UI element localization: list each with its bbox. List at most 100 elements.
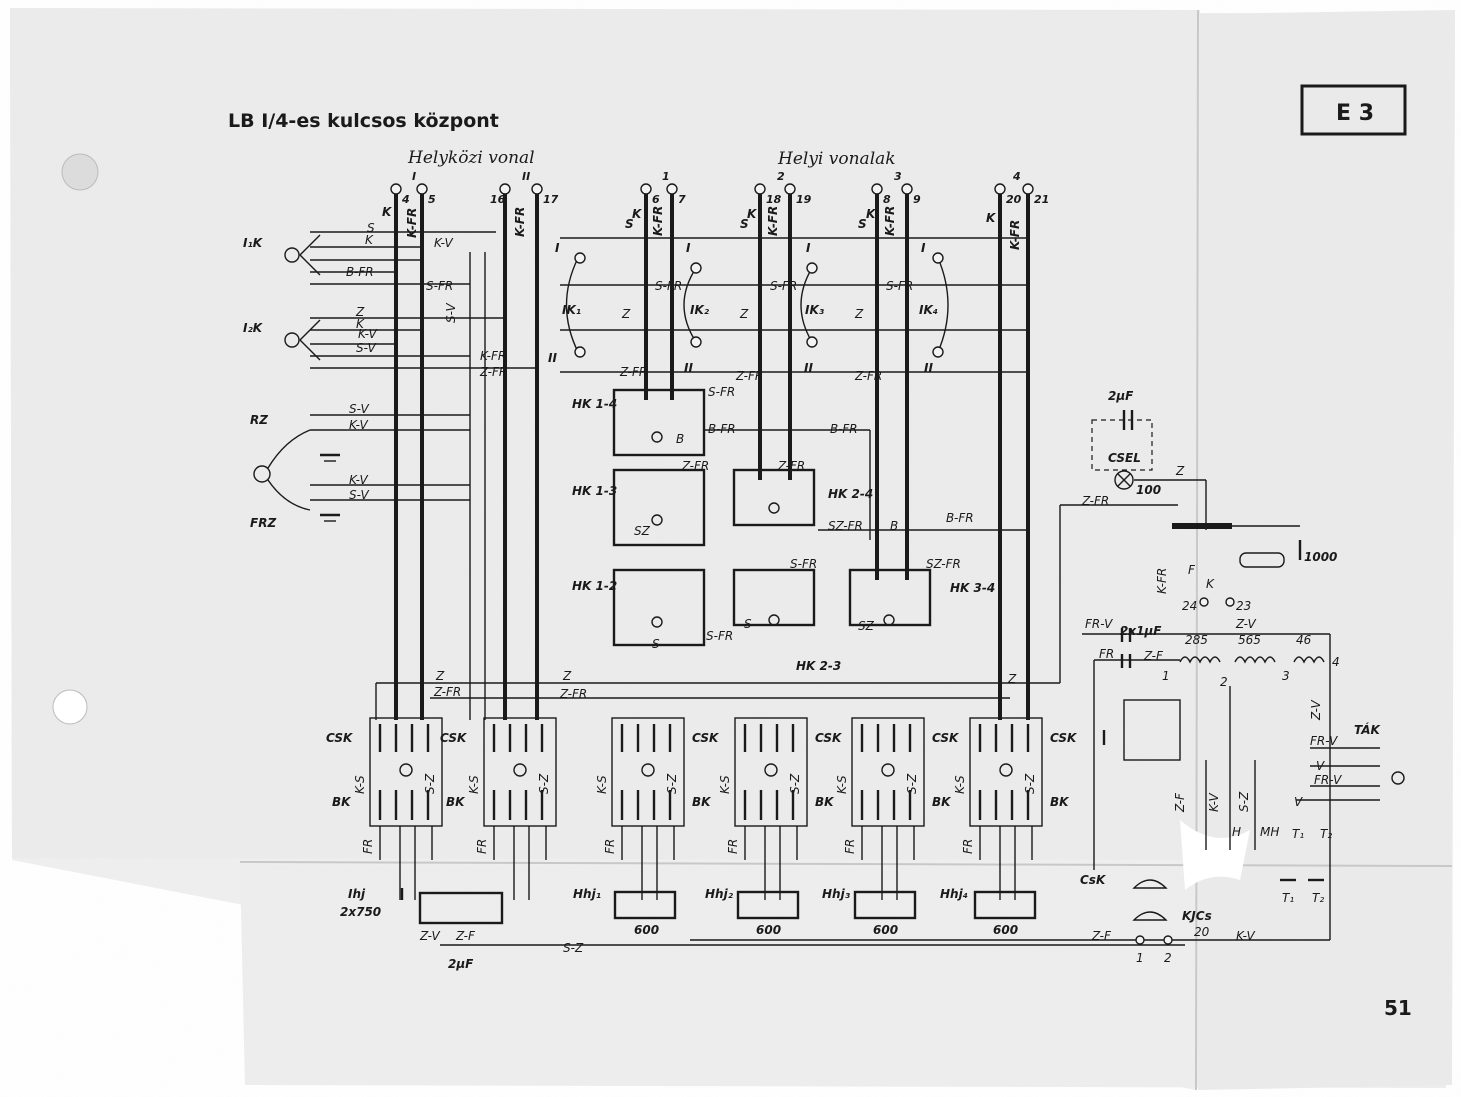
label-bk: BK xyxy=(1050,795,1070,809)
svg-text:Z-FR: Z-FR xyxy=(559,687,587,701)
label-csel: CSEL xyxy=(1108,451,1141,465)
label-ks: K-S xyxy=(718,775,732,794)
bus-labels-top: K K-FR K-FR S K K-FR S K K-FR S K K-FR K… xyxy=(382,205,1022,250)
label-sz: S-Z xyxy=(788,773,802,794)
svg-text:Z-F: Z-F xyxy=(455,929,476,943)
svg-text:Z-FR: Z-FR xyxy=(1081,494,1109,508)
line-num-I: I xyxy=(412,170,416,183)
svg-text:B-FR: B-FR xyxy=(708,422,736,436)
fold-crease-horizontal xyxy=(239,861,1453,867)
svg-text:S-V: S-V xyxy=(349,488,369,502)
svg-text:4: 4 xyxy=(1332,655,1340,669)
label-frz: FRZ xyxy=(250,516,276,530)
label-fr: FR xyxy=(961,839,975,854)
label-csk: CSK xyxy=(932,731,960,745)
svg-text:S: S xyxy=(740,217,749,231)
label-fr: FR xyxy=(843,839,857,854)
csk-bk-block-5 xyxy=(851,717,925,827)
svg-text:2: 2 xyxy=(1220,675,1228,689)
svg-text:K-FR: K-FR xyxy=(766,206,780,236)
terminal-21: 21 xyxy=(1034,193,1049,206)
bottom-bus-wires: Z Z Z Z-FR Z-FR Z-FR Z xyxy=(375,464,1185,720)
svg-text:600: 600 xyxy=(634,923,659,937)
svg-text:S: S xyxy=(652,637,660,651)
line-num-1: 1 xyxy=(662,170,670,183)
label-bk: BK xyxy=(932,795,952,809)
terminal-20: 20 xyxy=(1006,193,1022,206)
svg-text:S-Z: S-Z xyxy=(1237,791,1251,812)
label-fr: FR xyxy=(361,839,375,854)
svg-text:S-Z: S-Z xyxy=(563,941,584,955)
svg-text:Z-F: Z-F xyxy=(1143,649,1164,663)
svg-text:S-V: S-V xyxy=(444,303,458,323)
svg-text:Z-FR: Z-FR xyxy=(433,685,461,699)
svg-text:K: K xyxy=(866,207,877,221)
svg-text:20: 20 xyxy=(1194,925,1210,939)
svg-text:Z-FR: Z-FR xyxy=(619,365,647,379)
label-rz: RZ xyxy=(250,413,268,427)
svg-text:SZ-FR: SZ-FR xyxy=(828,519,863,533)
svg-text:K: K xyxy=(356,317,365,331)
svg-text:II: II xyxy=(924,361,933,375)
label-ks: K-S xyxy=(835,775,849,794)
svg-text:K: K xyxy=(986,211,997,225)
svg-text:II: II xyxy=(684,361,693,375)
svg-text:K: K xyxy=(632,207,643,221)
label-i2k: I₂K xyxy=(243,321,264,335)
svg-text:Z-F: Z-F xyxy=(1173,792,1187,813)
svg-text:2μF: 2μF xyxy=(1108,389,1134,403)
label-hk12: HK 1-2 xyxy=(572,579,617,593)
svg-text:T₁: T₁ xyxy=(1292,827,1304,841)
csk-bk-block-2 xyxy=(483,717,557,827)
svg-text:24: 24 xyxy=(1182,599,1197,613)
svg-text:B: B xyxy=(890,519,898,533)
label-hk23: HK 2-3 xyxy=(796,659,841,673)
svg-text:Z-V: Z-V xyxy=(1309,700,1323,721)
svg-text:S-FR: S-FR xyxy=(706,629,733,643)
svg-text:K-V: K-V xyxy=(434,236,454,250)
label-bk: BK xyxy=(815,795,835,809)
label-csk: CSK xyxy=(692,731,720,745)
svg-text:T₂: T₂ xyxy=(1312,891,1324,905)
svg-text:II: II xyxy=(804,361,813,375)
terminal-7: 7 xyxy=(678,193,686,206)
svg-text:SZ-FR: SZ-FR xyxy=(926,557,961,571)
svg-text:K: K xyxy=(365,233,374,247)
transformer-group: 2x1μF FR-V FR Z-F 285 565 46 Z-V 1 2 3 4… xyxy=(1082,617,1340,940)
label-csk: CSK xyxy=(326,731,354,745)
label-hhj2: Hhj₂ xyxy=(705,887,734,901)
csk-bk-block-4 xyxy=(734,717,808,827)
line-num-3: 3 xyxy=(894,170,902,183)
hk-blocks: HK 1-4 HK 1-3 HK 1-2 HK 2-4 HK 2-3 HK 3-… xyxy=(572,385,995,673)
ik-keys: IK₁ IK₂ IK₃ IK₄ I II I II I II I II Z Z … xyxy=(548,241,949,383)
label-csk: CSK xyxy=(440,731,468,745)
svg-text:Z: Z xyxy=(435,669,445,683)
svg-text:FR: FR xyxy=(1099,647,1114,661)
svg-text:IK₂: IK₂ xyxy=(690,303,710,317)
lower-right-wires: Z-F K-V S-Z xyxy=(1093,660,1256,870)
svg-text:FR-V: FR-V xyxy=(1314,773,1342,787)
terminal-16: 16 xyxy=(490,193,506,206)
svg-text:B: B xyxy=(676,432,684,446)
label-ihj: Ihj xyxy=(348,887,366,901)
svg-text:FR-V: FR-V xyxy=(1310,734,1338,748)
svg-text:IK₃: IK₃ xyxy=(805,303,825,317)
svg-text:Z-FR: Z-FR xyxy=(735,369,763,383)
page-title: LB I/4-es kulcsos központ xyxy=(228,110,499,132)
svg-text:Z: Z xyxy=(854,307,864,321)
svg-text:K: K xyxy=(747,207,758,221)
svg-text:I: I xyxy=(921,241,926,255)
label-csk: CSK xyxy=(1050,731,1078,745)
svg-text:1: 1 xyxy=(1162,669,1170,683)
paper-tear xyxy=(1180,820,1250,890)
svg-text:600: 600 xyxy=(756,923,781,937)
tak-key-group: TÁK FR-V V FR-V V H MH T₁ T₂ T₁ T₂ xyxy=(1232,722,1405,905)
svg-text:K-FR: K-FR xyxy=(480,349,506,363)
terminal-numbers: 4 5 16 17 6 7 18 19 8 9 20 21 xyxy=(401,193,1049,206)
svg-text:S-V: S-V xyxy=(356,341,376,355)
svg-text:SZ: SZ xyxy=(858,619,875,633)
svg-text:SZ: SZ xyxy=(634,524,651,538)
fold-crease-vertical xyxy=(1195,9,1199,1091)
